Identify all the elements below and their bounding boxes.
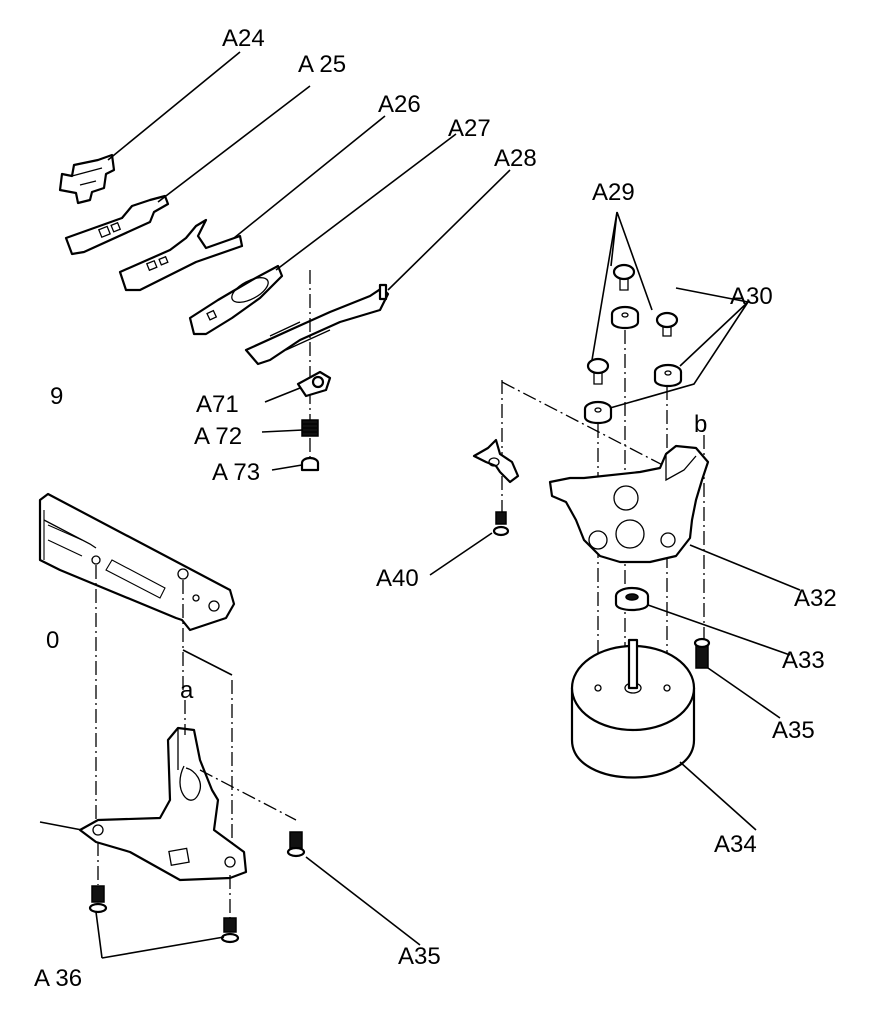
part-a32 [548,444,710,564]
part-a28 [244,283,390,366]
chassis-rail [38,492,236,632]
label-a29: A29 [592,179,635,206]
label-a34: A34 [714,831,757,858]
part-a30-a [610,305,640,330]
label-ref-0: 0 [46,627,59,654]
label-ref-9: 9 [50,383,63,410]
part-a30-b [653,363,683,388]
label-a25: A 25 [298,51,346,78]
part-a40 [472,438,520,537]
part-a72 [301,419,319,437]
part-a34 [570,638,696,779]
label-a27: A27 [448,115,491,142]
part-a36-left [88,885,108,914]
label-a30: A30 [730,283,773,310]
label-a26: A26 [378,91,421,118]
leader-lines [39,51,801,959]
part-a33 [614,586,650,612]
label-a33: A33 [782,647,825,674]
part-a27 [188,264,284,336]
label-ref-b: b [694,411,707,438]
part-a30-c [583,400,613,425]
label-a71: A71 [196,391,239,418]
label-ref-a: a [180,677,194,704]
label-a35-right: A35 [772,717,815,744]
part-a35-right [693,637,711,669]
part-a36-right [220,917,240,944]
part-a24 [58,153,116,205]
lower-bracket [78,726,248,882]
label-a28: A28 [494,145,537,172]
part-a71 [296,370,332,398]
label-a40: A40 [376,565,419,592]
part-a73 [300,456,320,472]
label-a73: A 73 [212,459,260,486]
part-a26 [118,218,244,292]
part-a29-top [612,263,636,291]
label-a36: A 36 [34,965,82,992]
part-a29-left [586,357,610,385]
label-a24: A24 [222,25,265,52]
label-a32: A32 [794,585,837,612]
label-a35-bottom: A35 [398,943,441,970]
part-a35-bottom [286,831,306,858]
part-a25 [64,194,170,256]
part-a29-right [655,311,679,337]
label-a72: A 72 [194,423,242,450]
